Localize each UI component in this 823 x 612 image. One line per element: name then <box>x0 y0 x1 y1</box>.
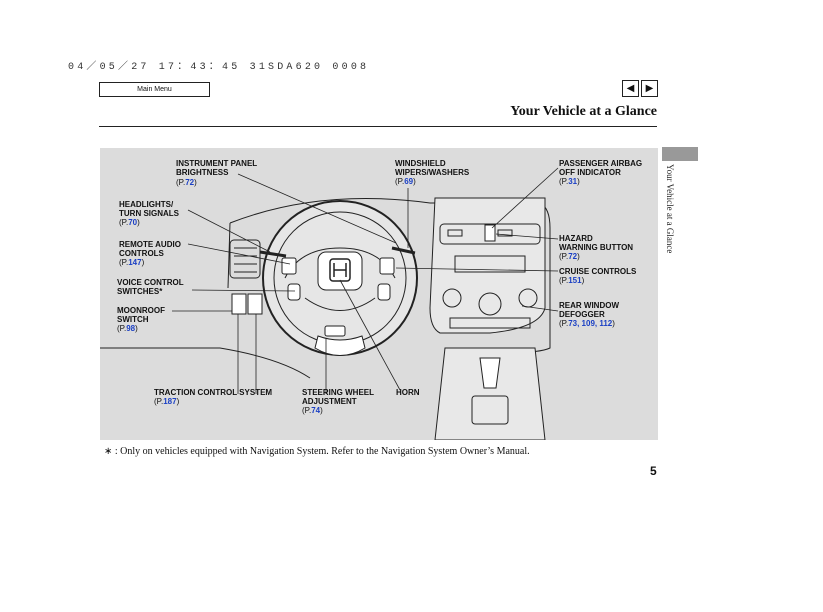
wipers-page-ref: (P.69) <box>395 177 416 186</box>
page-link[interactable]: 70 <box>128 218 138 227</box>
cruise-controls-label: CRUISE CONTROLS <box>559 267 637 276</box>
horn-label: HORN <box>396 388 420 397</box>
cruise-page-ref: (P.151) <box>559 276 585 285</box>
print-timestamp: 04／05／27 17：43：45 31SDA620 0008 <box>68 62 370 73</box>
moonroof-page-ref: (P.98) <box>117 324 138 333</box>
page-number: 5 <box>650 464 657 478</box>
dashboard-drawing <box>100 167 559 440</box>
instrument-panel-page-ref: (P.72) <box>176 178 197 187</box>
next-page-button[interactable]: ▶ <box>641 80 658 97</box>
title-divider <box>99 126 657 127</box>
page-link[interactable]: 72 <box>568 252 578 261</box>
page-title: Your Vehicle at a Glance <box>510 104 657 119</box>
section-tab <box>662 147 698 161</box>
main-menu-button[interactable]: Main Menu <box>99 82 210 97</box>
page-link[interactable]: 151 <box>568 276 582 285</box>
page-link[interactable]: 31 <box>568 177 578 186</box>
page-link[interactable]: 73, 109, 112 <box>568 319 613 328</box>
traction-control-label: TRACTION CONTROL SYSTEM <box>154 388 273 397</box>
rear-defogger-page-ref: (P.73, 109, 112) <box>559 319 615 328</box>
page-link[interactable]: 72 <box>185 178 195 187</box>
hazard-page-ref: (P.72) <box>559 252 580 261</box>
page-link[interactable]: 147 <box>128 258 142 267</box>
previous-page-button[interactable]: ◀ <box>622 80 639 97</box>
page-link[interactable]: 187 <box>163 397 177 406</box>
remote-audio-page-ref: (P.147) <box>119 258 145 267</box>
airbag-page-ref: (P.31) <box>559 177 580 186</box>
page-link[interactable]: 74 <box>311 406 321 415</box>
page-link[interactable]: 69 <box>404 177 414 186</box>
footnote: ∗ : Only on vehicles equipped with Navig… <box>104 446 530 457</box>
headlights-turn-signals-label: HEADLIGHTS/TURN SIGNALS <box>119 200 179 218</box>
section-side-label: Your Vehicle at a Glance <box>665 164 675 254</box>
headlights-page-ref: (P.70) <box>119 218 140 227</box>
traction-control-page-ref: (P.187) <box>154 397 180 406</box>
page-link[interactable]: 98 <box>126 324 136 333</box>
steering-wheel-page-ref: (P.74) <box>302 406 323 415</box>
